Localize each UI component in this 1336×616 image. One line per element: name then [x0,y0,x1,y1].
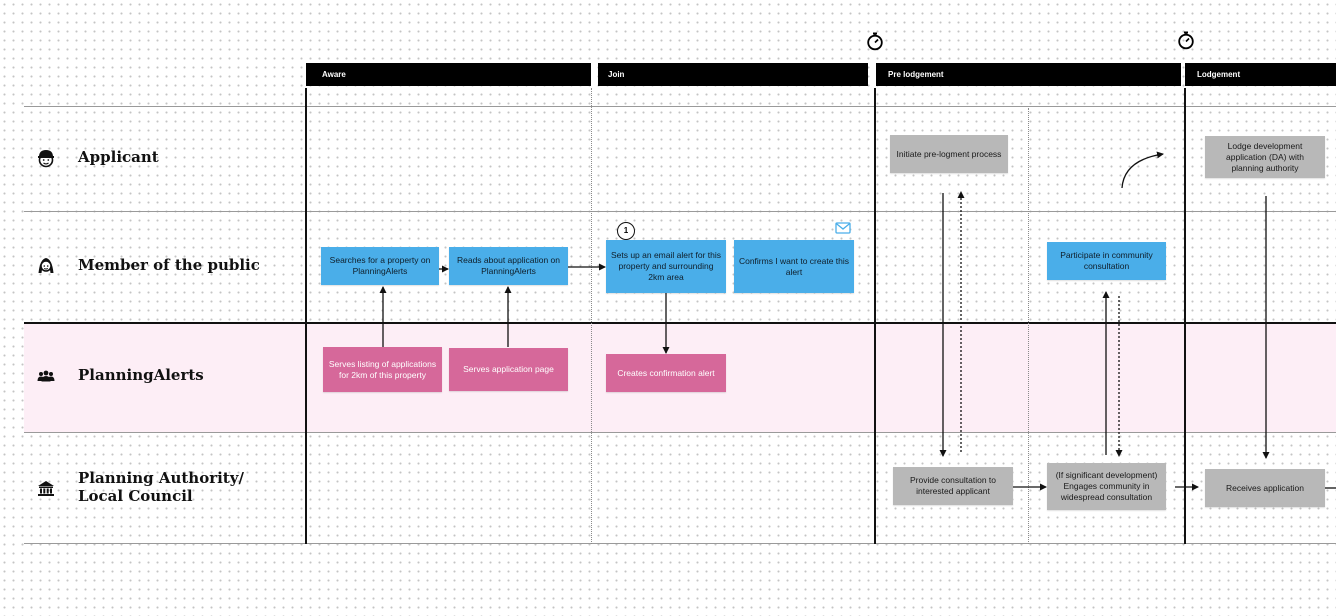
phase-pre-lodgement: Pre lodgement [876,63,1181,86]
card-participate-consultation[interactable]: Participate in community consultation [1047,242,1166,280]
card-sets-up-email-alert[interactable]: Sets up an email alert for this property… [606,240,726,293]
envelope-icon [835,222,851,234]
card-lodge-development[interactable]: Lodge development application (DA) with … [1205,136,1325,178]
applicant-face-icon [38,150,54,168]
card-reads-application[interactable]: Reads about application on PlanningAlert… [449,247,568,285]
lane-divider-applicant [24,211,1336,212]
phase-aware: Aware [306,63,591,86]
arrow-curved-to-lodge [1121,151,1164,189]
step-marker-number: 1 [623,226,629,235]
phase-lodgement: Lodgement [1185,63,1336,86]
lane-divider-member [24,322,1336,324]
step-marker: 1 [617,222,635,240]
card-provide-consultation[interactable]: Provide consultation to interested appli… [893,467,1013,505]
card-searches-property[interactable]: Searches for a property on PlanningAlert… [321,247,439,285]
lane-label-applicant: Applicant [78,148,159,166]
person-icon [38,258,54,273]
lane-label-member-of-the-public: Member of the public [78,256,260,274]
card-creates-confirmation-alert[interactable]: Creates confirmation alert [606,354,726,392]
card-confirms-alert[interactable]: Confirms I want to create this alert [734,240,854,293]
card-serves-listing[interactable]: Serves listing of applications for 2km o… [323,347,442,392]
lane-divider-bottom [24,543,1336,544]
phase-join: Join [598,63,868,86]
card-serves-application-page[interactable]: Serves application page [449,348,568,391]
stage-divider-consultation [1028,108,1029,544]
lane-label-planningalerts: PlanningAlerts [78,366,204,384]
building-icon [38,481,54,496]
card-initiate-pre-lodgment[interactable]: Initiate pre-logment process [890,135,1008,173]
stage-line-aware [305,88,307,544]
stage-line-lodgement [1184,88,1186,544]
stage-line-pre-lodgement [874,88,876,544]
lane-divider-planningalerts [24,432,1336,433]
stopwatch-icon [867,32,883,51]
card-engages-community[interactable]: (If significant development) Engages com… [1047,463,1166,510]
group-icon [37,370,55,382]
lane-divider-top [24,106,1336,107]
lane-label-planning-authority: Planning Authority/ Local Council [78,469,244,505]
card-receives-application[interactable]: Receives application [1205,469,1325,507]
stopwatch-icon [1178,31,1194,50]
stage-divider-join [591,88,592,544]
